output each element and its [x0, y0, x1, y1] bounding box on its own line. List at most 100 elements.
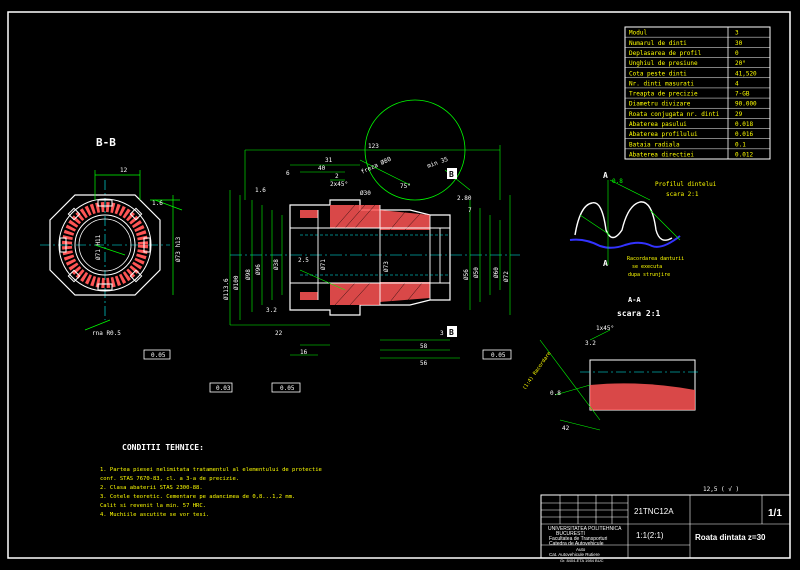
dim-7: 7 [468, 207, 472, 214]
detail-tooth-profile: A A 0.8 Profilul dintelui scara 2:1 Raco… [569, 171, 717, 318]
dim-6: 6 [286, 170, 290, 177]
part-name: Roata dintata z=30 [695, 533, 766, 542]
spline-outer-outline [49, 194, 161, 296]
dim-16: 1.6 [255, 187, 266, 194]
title-block-grid [541, 495, 790, 558]
parameter-value: 0.012 [735, 152, 753, 159]
parameter-value: 90.000 [735, 101, 757, 108]
dim-75deg: 75° [400, 183, 411, 190]
dim-d56: Ø56 [463, 269, 470, 280]
dim-d98: Ø98 [245, 269, 252, 280]
dim-16b: 16 [300, 349, 308, 356]
dim-d96: Ø96 [255, 264, 262, 275]
footer-line-2: Cat. Autovehicule Rutiere [549, 552, 600, 557]
tolerance-1-value: 0.03 [216, 385, 231, 392]
groove-dims [539, 329, 611, 431]
dim-min35: min 35 [426, 156, 449, 170]
groove-dim-3: 0.8 [550, 390, 561, 397]
parameter-value: 7-GB [735, 91, 750, 98]
tolerance-3-value: 0.05 [491, 352, 506, 359]
tolerance-box-3 [482, 349, 512, 360]
dim-22: 22 [275, 330, 283, 337]
parameter-name: Modul [629, 30, 647, 37]
dim-d71: Ø71 H11 [95, 234, 102, 260]
dim-32: 3.2 [266, 307, 277, 314]
dim-d72: Ø72 [503, 271, 510, 282]
parameter-value: 30 [735, 40, 743, 47]
parameter-name: Nr. dinti masurati [629, 80, 694, 87]
dim-d38: Ø38 [273, 259, 280, 270]
institution-line-3: Facultatea de Transporturi [549, 536, 607, 542]
dim-25: 2.5 [298, 257, 309, 264]
hatched-ring [62, 202, 148, 288]
parameter-table-frame [624, 26, 771, 160]
tolerance-box-bb [143, 349, 171, 360]
section-marker-bottom [447, 326, 457, 337]
title-block: 12,5 ( √ ) 21TNC12A 1:1(2:1) Roata dinta… [540, 486, 791, 563]
main-dim-labels: 123 31 40 2 2x45° 75° freza Ø80 min 35 Ø… [223, 143, 510, 367]
tech-line-3: 2. Clasa abaterii STAS 2300-88. [100, 485, 203, 491]
groove-hatch [590, 383, 695, 410]
tech-line-6: 4. Muchiile ascutite se vor tesi. [100, 512, 209, 518]
tooth-profile-outline [574, 201, 673, 241]
parameter-name: Abaterea profilului [629, 131, 698, 138]
dim-12: 12 [120, 167, 128, 174]
tech-line-4: 3. Cotele teoretic. Cementare pe adancim… [100, 494, 295, 500]
section-label: B-B [96, 136, 116, 149]
tooth-profile-scale: scara 2:1 [666, 191, 699, 198]
dim-2: 2 [335, 173, 339, 180]
parameter-name: Unghiul de presiune [629, 60, 698, 67]
groove-dim-1: 1x45° [596, 325, 614, 332]
groove-dim-2: 3.2 [585, 340, 596, 347]
spline-outer-circle [58, 198, 152, 292]
section-marker-bottom-label: B [449, 328, 454, 337]
bore-circle [74, 214, 136, 276]
tooth-note-3: dupa strunjire [628, 272, 670, 278]
section-marker-top-label: B [449, 170, 454, 179]
tolerance-box-2 [271, 382, 301, 393]
dim-123: 123 [368, 143, 379, 150]
dim-chamfer: 2x45° [330, 181, 348, 188]
drawing-frame [7, 11, 791, 559]
tech-conditions-title: CONDITII TEHNICE: [122, 443, 204, 452]
parameter-name: Bataia radiala [629, 141, 680, 148]
tolerance-box-1 [209, 382, 233, 393]
bore-lines [290, 205, 450, 305]
dim-freza: freza Ø80 [360, 156, 393, 176]
parameter-value: 41,520 [735, 70, 757, 77]
parameter-name: Numarul de dinti [629, 40, 687, 47]
section-view-bb: B-B [40, 136, 183, 360]
tech-line-2: conf. STAS 7670-83, cl. a 3-a de precizi… [100, 476, 239, 482]
parameter-value: 4 [735, 80, 739, 87]
dim-280: 2.80 [457, 195, 472, 202]
dim-d30: Ø30 [360, 190, 371, 197]
parameter-value: 0.018 [735, 121, 753, 128]
dim-56: 56 [420, 360, 428, 367]
parameter-value: 3 [735, 30, 739, 37]
footer-line-3: Gr. 8404-ETA 1984 BUC [560, 558, 604, 563]
dim-d50: Ø50 [473, 267, 480, 278]
footer-line-1: Auto [576, 547, 586, 552]
dim-58: 58 [420, 343, 428, 350]
tooth-construction-lines [579, 179, 681, 265]
dim-roughness: 1.6 [152, 200, 163, 207]
technical-conditions: CONDITII TEHNICE: 1. Partea piesei nelim… [100, 443, 322, 518]
parameter-name: Roata conjugata nr. dinti [629, 111, 720, 118]
tolerance-bb-value: 0.05 [151, 352, 166, 359]
main-dimensions [229, 145, 511, 359]
parameter-name: Deplasarea de profil [629, 50, 702, 57]
dim-3: 3 [440, 330, 444, 337]
sheet-number: 1/1 [768, 508, 782, 519]
section-dimensions [84, 170, 183, 331]
root-profile [569, 235, 681, 249]
hidden-lines [300, 234, 450, 276]
tech-line-5: Calit si revenit la min. 57 HRC. [100, 503, 206, 509]
tooth-profile-label: Profilul dintelui [655, 181, 717, 188]
hatch-lines [334, 204, 423, 306]
institution-line-4: Catedra de Autovehicule [549, 541, 604, 547]
drawing-scale: 1:1(2:1) [636, 531, 664, 540]
main-section-view: 123 31 40 2 2x45° 75° freza Ø80 min 35 Ø… [209, 99, 520, 393]
